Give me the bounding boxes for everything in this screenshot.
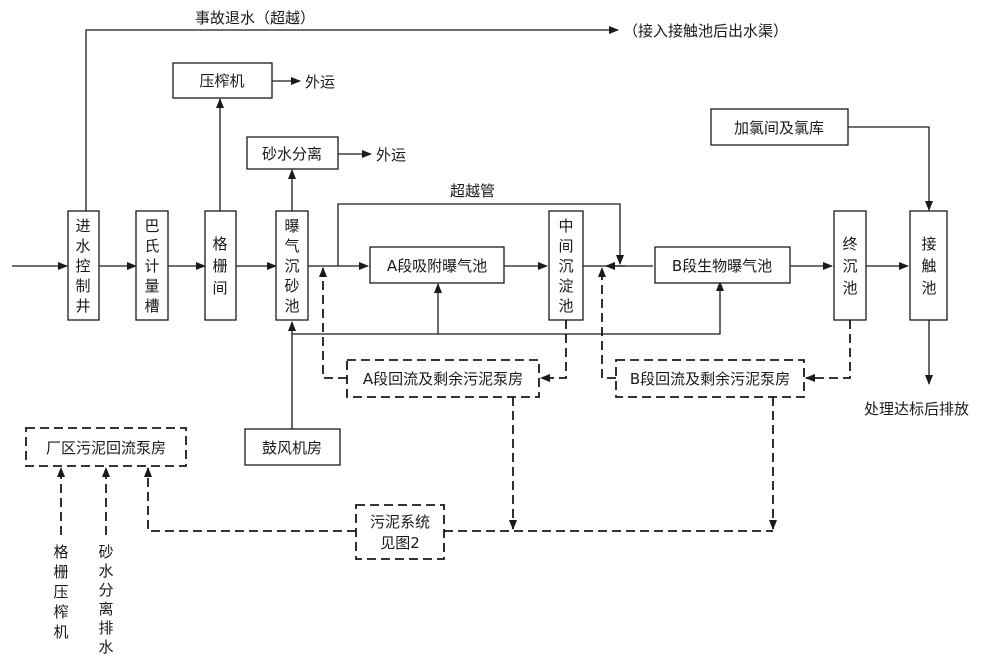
bypass-pipe-label: 超越管 [450,182,495,200]
final-clarifier-label: 终沉池 [842,235,857,297]
screen-press-label: 格栅压榨机 [53,543,68,641]
b-pump-label: B段回流及剩余污泥泵房 [630,370,790,388]
screen-box [204,210,237,321]
chlorine-label: 加氯间及氯库 [734,119,824,137]
plant-pump-label: 厂区污泥回流泵房 [46,439,166,457]
dashed-boxes [25,359,805,560]
blower-label: 鼓风机房 [262,439,322,457]
b-aeration-box [654,246,791,284]
a-aeration-label: A段吸附曝气池 [387,257,487,275]
a-aeration-box [369,246,505,284]
a-pump-box [346,359,540,398]
mid-clarifier-label: 中间沉淀池 [558,217,573,315]
a-pump-label: A段回流及剩余污泥泵房 [363,370,523,388]
final-clarifier-box [833,210,867,321]
mid-clarifier-box [548,210,584,321]
press-box [172,62,273,99]
parshall-box [135,210,169,321]
solid-boxes [67,62,948,466]
separator-box [246,136,339,170]
to-channel-label: （接入接触池后出水渠） [623,22,788,40]
export-label-2: 外运 [376,146,406,164]
discharge-label: 处理达标后排放 [864,400,969,418]
dashed-sludge-lines [57,267,851,535]
plant-pump-box [25,427,187,467]
free-labels: 事故退水（超越） （接入接触池后出水渠） 外运 外运 超越管 处理达标后排放 [195,9,969,418]
grit-label: 曝气沉砂池 [284,217,299,315]
sludge-system-label-1: 污泥系统 [370,513,430,531]
press-label: 压榨机 [199,72,244,90]
vertical-labels: 进水控制井 巴氏计量槽 格栅间 曝气沉砂池 中间沉淀池 终沉池 接触池 格栅压榨… [53,217,936,656]
chlorine-box [710,108,849,146]
box-labels: 压榨机 砂水分离 A段吸附曝气池 B段生物曝气池 加氯间及氯库 鼓风机房 A段回… [46,72,824,552]
bypass-top-label: 事故退水（超越） [195,9,315,27]
inlet-well-label: 进水控制井 [75,217,90,315]
inlet-well-box [67,210,100,321]
contact-label: 接触池 [921,235,936,297]
screen-label: 格栅间 [212,235,227,297]
solid-flow-lines [12,26,933,438]
grit-box [275,210,309,321]
sludge-system-label-2: 见图2 [380,534,420,552]
parshall-label: 巴氏计量槽 [144,217,159,315]
b-pump-box [615,359,805,398]
separator-label: 砂水分离 [262,145,322,163]
sludge-system-box [355,504,445,560]
blower-box [244,428,341,466]
contact-box [909,210,948,321]
b-aeration-label: B段生物曝气池 [672,257,772,275]
grit-drain-label: 砂水分离排水 [98,543,113,656]
export-label-1: 外运 [305,73,335,91]
